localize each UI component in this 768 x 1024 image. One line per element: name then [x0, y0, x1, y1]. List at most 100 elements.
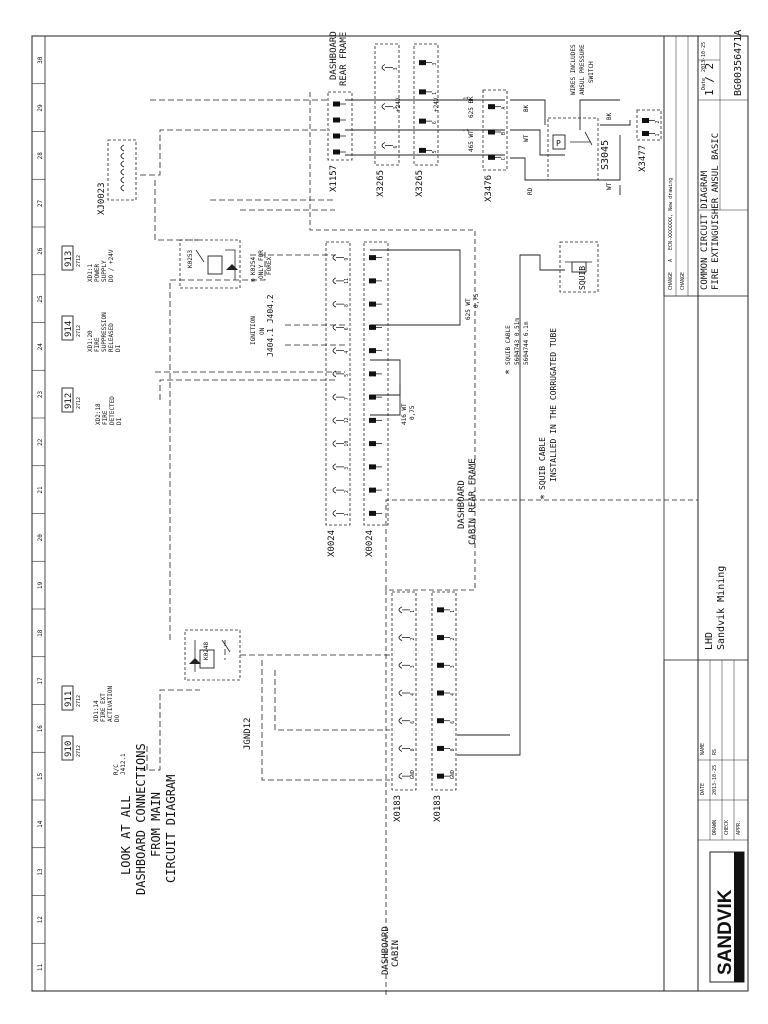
- zone-number-wrap: 28: [37, 152, 44, 160]
- zone-number: 30: [37, 56, 44, 64]
- pin-id: B: [501, 132, 507, 135]
- pin-id: 8: [450, 748, 456, 751]
- title-line-1: COMMON CIRCUIT DIAGRAM: [700, 170, 710, 290]
- connector-id: X0183: [433, 795, 443, 822]
- connector-id-wrap: X3265: [415, 170, 425, 197]
- connector-id: X3265: [376, 170, 386, 197]
- pin-male: [369, 324, 376, 330]
- area-label-dashboard-rear-frame: DASHBOARD REAR FRAME: [329, 31, 349, 86]
- pin-female: [332, 486, 337, 494]
- connector-voltage-wrap: +24V: [433, 97, 440, 112]
- pin-male: [419, 147, 426, 153]
- connector-id-wrap: X0183: [393, 795, 403, 822]
- pin-female: [332, 347, 337, 355]
- wire-ref-sub: 2712: [76, 695, 82, 707]
- connector-id-wrap: X3477: [638, 145, 648, 172]
- pin-id: 3: [410, 665, 416, 668]
- wire-ref-desc-wrap: J412.1: [120, 753, 127, 775]
- pin-id-wrap: 3: [410, 665, 416, 668]
- sign-role: APPR.: [736, 820, 742, 835]
- pin-female: [332, 370, 337, 378]
- pin-female: [381, 64, 386, 71]
- squib: SQUIB: [559, 241, 599, 293]
- zone-number: 29: [37, 104, 44, 112]
- drawing-note-line-1: LOOK AT ALL: [119, 796, 133, 875]
- pin-female: [381, 142, 386, 149]
- wire-ref-box: [61, 685, 74, 711]
- zone-number: 24: [37, 343, 44, 351]
- pin-male: [333, 117, 340, 123]
- wire-ref-desc: FIRE: [102, 410, 109, 425]
- wire-ref-id-wrap: 914: [64, 321, 74, 337]
- revision-label: CHANGE: [680, 272, 686, 290]
- wire-ref-desc-wrap: FIRE: [94, 337, 101, 352]
- squib-cable-note: * SQUIB CABLE 5604743 0.51m 5604744 6.1m: [504, 318, 530, 375]
- area-label-line: DASHBOARD: [457, 480, 467, 529]
- pin-male: [369, 371, 376, 377]
- note-line: ANSUL PRESSURE: [579, 44, 586, 95]
- area-label-line: DASHBOARD: [329, 31, 339, 80]
- pin-male: [642, 118, 649, 123]
- date-value: 2013-10-25: [701, 42, 707, 72]
- connector-id: XJ0023: [97, 182, 107, 215]
- zone-number: 21: [37, 486, 44, 494]
- zone-number: 14: [37, 820, 44, 828]
- pin-female: [332, 277, 337, 285]
- connector-voltage: +24V: [395, 97, 402, 112]
- pin-id-wrap: 2: [410, 638, 416, 641]
- relay-k0248: K0248: [184, 629, 241, 681]
- connector-x0183_a: [391, 591, 417, 791]
- pin-id: 4: [450, 693, 456, 696]
- pin-id-wrap: 8: [344, 304, 350, 307]
- wire-ref-sub-wrap: 2712: [76, 745, 82, 757]
- pin-id-wrap: C: [501, 157, 507, 160]
- connector-id-wrap: X3476: [484, 175, 494, 202]
- pin-id: 3: [344, 467, 350, 470]
- wire-label: 0,75: [409, 405, 416, 420]
- pin-male: [333, 133, 340, 139]
- wire-ref-desc-wrap: DETECTED: [109, 396, 116, 425]
- wire-ref-box: [61, 245, 74, 271]
- pressure-switch-s3045: P S3045: [547, 117, 611, 181]
- pin-id: 8: [410, 748, 416, 751]
- connector-id: X0183: [393, 795, 403, 822]
- zone-number-wrap: 27: [37, 200, 44, 208]
- wire-ref-desc: XD1:20: [87, 330, 94, 352]
- wire-ref-desc: XD1:1: [87, 264, 94, 282]
- pin-female: [332, 300, 337, 308]
- pin-female: [398, 689, 403, 697]
- pin-female: [332, 440, 337, 448]
- pin-female: [332, 463, 337, 471]
- pin-id: 6: [393, 145, 399, 148]
- wire-label: BK: [523, 104, 530, 112]
- wire-labels: 625 BK 465 WT BK WT RD BK WT 625 WT 0,75…: [401, 96, 613, 425]
- zone-number: 25: [37, 295, 44, 303]
- wire-ref-id: 910: [64, 741, 74, 757]
- pin-id: 9: [344, 258, 350, 261]
- revision-text: ECN-XXXXXXX, New drawing: [668, 178, 674, 250]
- pin-id: 2: [450, 638, 456, 641]
- wire-ref-desc-wrap: DI: [115, 344, 122, 352]
- pin-id-wrap: 3: [344, 467, 350, 470]
- pin-id: 6: [410, 721, 416, 724]
- pin-male: [437, 773, 444, 779]
- pin-id: 1: [432, 92, 438, 95]
- pin-id: 1: [655, 133, 661, 136]
- relay-note: FOREX: [266, 257, 273, 275]
- svg-text:P: P: [556, 139, 561, 148]
- wire-ref-desc-wrap: XD2:18: [95, 403, 102, 425]
- relay-note: ONLY FOR: [258, 250, 265, 279]
- pin-male: [369, 417, 376, 423]
- pin-female: [398, 745, 403, 752]
- wire-ref-desc: XD1:14: [93, 700, 100, 722]
- zone-number: 15: [37, 773, 44, 781]
- wire-ref-sub-wrap: 2712: [76, 325, 82, 337]
- wire-ref-desc: R/C: [113, 764, 120, 775]
- wire-ref-id: 912: [64, 393, 74, 409]
- signal-wires: [140, 99, 390, 781]
- wire-ref-desc-wrap: XD1:20: [87, 330, 94, 352]
- note-line: 5604744 6.1m: [523, 321, 530, 365]
- wire-label: 1: [463, 96, 470, 100]
- wire-ref-box: [61, 735, 74, 761]
- wire-ref-id-wrap: 913: [64, 251, 74, 267]
